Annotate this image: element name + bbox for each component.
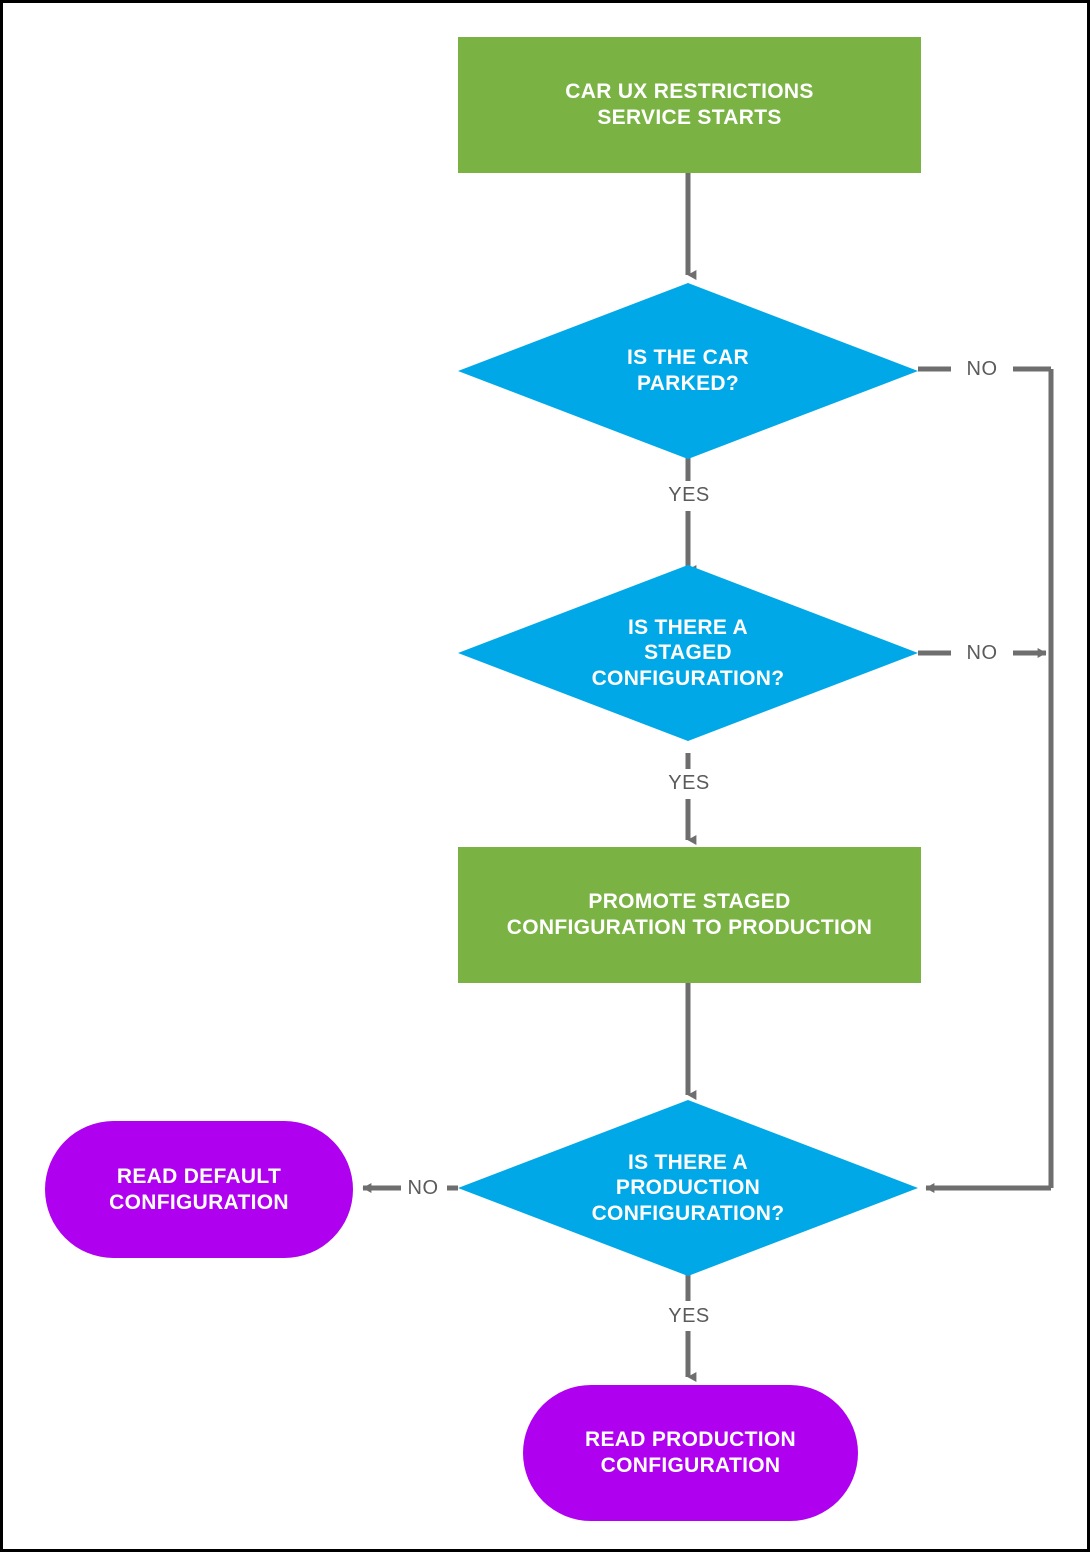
node-label-start: CAR UX RESTRICTIONS SERVICE STARTS (565, 80, 814, 129)
node-label-read-production: READ PRODUCTION CONFIGURATION (584, 1428, 796, 1477)
node-is-the-car-parked[interactable]: IS THE CAR PARKED? (458, 283, 918, 459)
node-read-default-configuration[interactable]: READ DEFAULT CONFIGURATION (45, 1121, 353, 1258)
edge-label-no-staged: NO (960, 643, 1004, 663)
edge-label-no-parked: NO (960, 359, 1004, 379)
edge-label-yes-parked: YES (662, 485, 716, 505)
node-is-there-a-staged-configuration[interactable]: IS THERE A STAGED CONFIGURATION? (458, 565, 918, 741)
diamond-shape-staged-config (458, 565, 918, 741)
node-read-production-configuration[interactable]: READ PRODUCTION CONFIGURATION (523, 1385, 858, 1521)
flowchart-connectors (362, 173, 1054, 1382)
node-label-is-parked: IS THE CAR PARKED? (626, 346, 749, 395)
node-is-there-a-production-configuration[interactable]: IS THERE A PRODUCTION CONFIGURATION? (458, 1100, 918, 1276)
node-promote-staged-configuration-to-production[interactable]: PROMOTE STAGED CONFIGURATION TO PRODUCTI… (458, 847, 921, 983)
edge-label-yes-production: YES (662, 1306, 716, 1326)
node-label-staged-config: IS THERE A STAGED CONFIGURATION? (591, 615, 785, 690)
diamond-shape-production-config (458, 1100, 918, 1276)
edge-label-no-production: NO (401, 1178, 445, 1198)
node-label-read-default: READ DEFAULT CONFIGURATION (109, 1164, 289, 1214)
node-label-production-config: IS THERE A PRODUCTION CONFIGURATION? (591, 1150, 785, 1225)
node-car-ux-restrictions-service-starts[interactable]: CAR UX RESTRICTIONS SERVICE STARTS (458, 37, 921, 173)
edge-label-yes-staged: YES (662, 773, 716, 793)
diamond-shape-is-parked (458, 283, 918, 459)
node-label-promote: PROMOTE STAGED CONFIGURATION TO PRODUCTI… (506, 890, 873, 939)
